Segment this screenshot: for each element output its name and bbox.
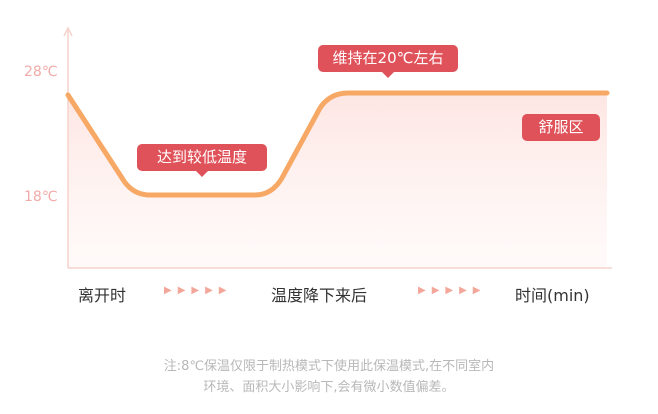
bubble-comfort-text: 舒服区 (538, 118, 584, 136)
y-label-28: 28℃ (24, 64, 58, 80)
temperature-line (65, 90, 610, 198)
x-label-time: 时间(min) (515, 286, 590, 305)
bubble-maintain-text: 维持在20℃左右 (332, 49, 444, 67)
y-axis-arrow (63, 26, 73, 37)
x-label-cooled: 温度降下来后 (271, 286, 368, 305)
area-fill (68, 93, 607, 268)
arrows-1: ▶▶▶▶▶ (164, 285, 233, 296)
note-line-2: 环境、面积大小影响下,会有微小数值偏差。 (203, 380, 455, 395)
arrows-2: ▶▶▶▶▶ (418, 285, 487, 296)
note-line-1: 注:8℃保温仅限于制热模式下使用此保温模式,在不同室内 (163, 359, 495, 374)
y-label-18: 18℃ (24, 189, 58, 205)
bubble-low-text: 达到较低温度 (156, 148, 247, 166)
bubble-tail (382, 72, 394, 78)
bubble-low-temp: 达到较低温度 (137, 144, 267, 177)
x-label-leave: 离开时 (78, 286, 127, 305)
bubble-maintain: 维持在20℃左右 (318, 45, 458, 78)
bubble-comfort: 舒服区 (522, 114, 600, 141)
bubble-tail (196, 171, 208, 177)
